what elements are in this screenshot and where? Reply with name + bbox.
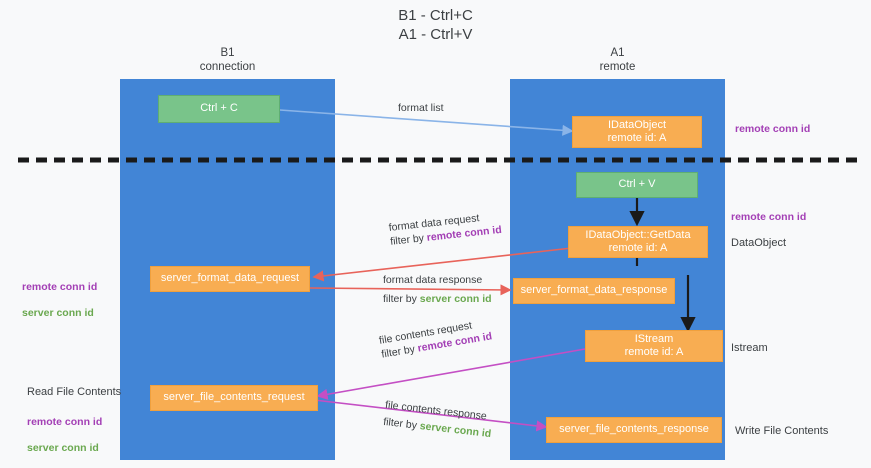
node-server-format-data-request[interactable]: server_format_data_request: [150, 266, 310, 292]
arrow-format-data-response: [309, 284, 512, 296]
node-ctrl-c[interactable]: Ctrl + C: [158, 95, 280, 123]
annotation-write-file-contents: Write File Contents: [735, 425, 829, 437]
node-istream[interactable]: IStream remote id: A: [585, 330, 723, 362]
lane-header-b1: B1 connection: [199, 47, 256, 73]
annotation-remote-conn-id-top: remote conn id: [735, 123, 811, 135]
annotation-data-object: DataObject: [731, 237, 787, 249]
remote-conn-id-label: remote conn id: [22, 281, 98, 293]
node-idataobject[interactable]: IDataObject remote id: A: [572, 116, 702, 148]
edge-label-line1: format data response: [383, 274, 483, 286]
arrow-file-contents-response: [313, 399, 548, 432]
filter-by-prefix: filter by: [383, 293, 420, 305]
diagram-title: B1 - Ctrl+C A1 - Ctrl+V: [398, 7, 473, 43]
annotation-istream: Istream: [731, 342, 768, 354]
edge-label-format-list: format list: [398, 102, 444, 114]
arrow-format-list: [279, 109, 574, 136]
node-idataobject-getdata[interactable]: IDataObject::GetData remote id: A: [568, 226, 708, 258]
server-conn-id-label: server conn id: [27, 442, 99, 454]
arrow-format-data-request: [312, 247, 573, 282]
server-conn-id-label: server conn id: [22, 307, 94, 319]
node-server-file-contents-request[interactable]: server_file_contents_request: [150, 385, 318, 411]
annotation-left-ids-bottom: remote conn id server conn id: [27, 403, 102, 468]
annotation-read-file-contents: Read File Contents: [27, 386, 122, 398]
lane-header-a1: A1 remote: [599, 47, 636, 73]
server-conn-id-highlight: server conn id: [419, 293, 492, 305]
node-server-format-data-response[interactable]: server_format_data_response: [513, 278, 675, 304]
edge-label-format-data-response: format data response filter by server co…: [383, 273, 492, 306]
node-server-file-contents-response[interactable]: server_file_contents_response: [546, 417, 722, 443]
annotation-remote-conn-id-mid: remote conn id: [731, 211, 807, 223]
annotation-left-ids-mid: remote conn id server conn id: [22, 268, 97, 333]
edge-label-line2: filter by server conn id: [383, 292, 492, 306]
node-ctrl-v[interactable]: Ctrl + V: [576, 172, 698, 198]
filter-by-prefix: filter by: [382, 415, 421, 432]
filter-by-prefix: filter by: [389, 231, 428, 248]
remote-conn-id-label: remote conn id: [27, 416, 103, 428]
arrow-file-contents-request: [316, 348, 586, 400]
